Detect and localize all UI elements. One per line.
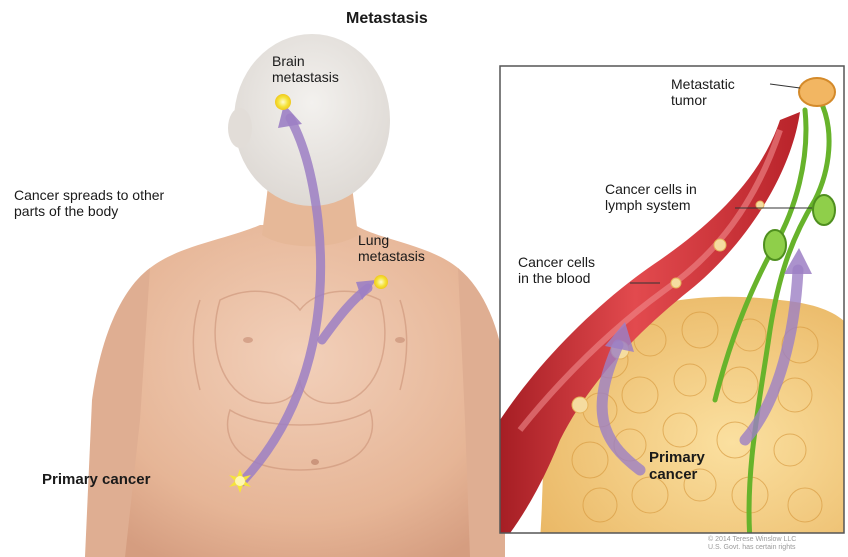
lung-tumor-icon: [374, 275, 388, 289]
lymph-node-icon: [764, 230, 786, 260]
lymph-system-label: Cancer cells in lymph system: [605, 182, 697, 213]
blood-cells-label: Cancer cells in the blood: [518, 255, 595, 286]
lung-metastasis-label: Lung metastasis: [358, 233, 425, 264]
primary-cancer-label: Primary cancer: [42, 472, 150, 489]
ear-shape: [228, 108, 252, 148]
metastatic-tumor-label: Metastatic tumor: [671, 77, 735, 108]
chest-detail: [395, 337, 405, 343]
inset-primary-cancer-label: Primary cancer: [649, 450, 705, 484]
spread-description-label: Cancer spreads to other parts of the bod…: [14, 188, 164, 219]
diagram-title: Metastasis: [346, 10, 428, 28]
lymph-node-icon: [813, 195, 835, 225]
chest-detail: [243, 337, 253, 343]
brain-tumor-icon: [275, 94, 291, 110]
metastatic-tumor-icon: [799, 78, 835, 106]
copyright-credit: © 2014 Terese Winslow LLC U.S. Govt. has…: [708, 536, 796, 553]
navel: [311, 459, 319, 465]
brain-metastasis-label: Brain metastasis: [272, 54, 339, 85]
